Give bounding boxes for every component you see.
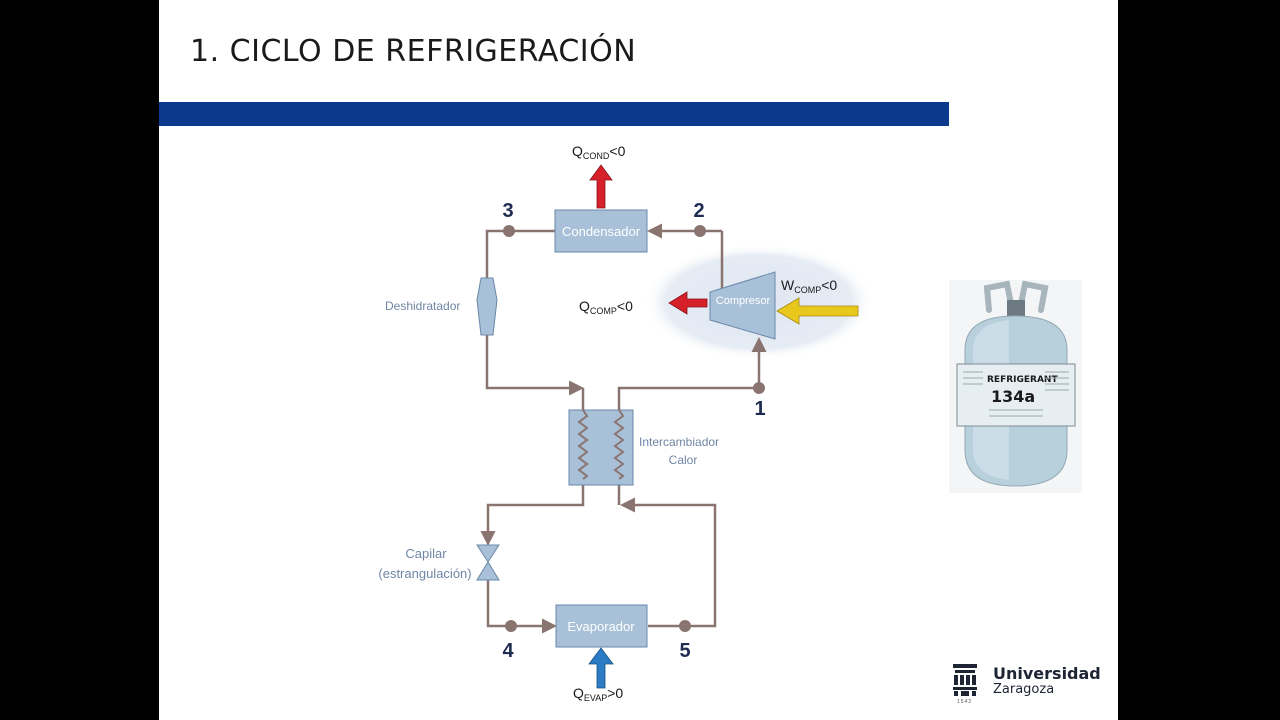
q-comp-arrow <box>668 291 708 315</box>
heat-exchanger-coil-left <box>577 409 589 480</box>
exchanger-label-2: Calor <box>669 453 698 467</box>
q-comp-label: QCOMP<0 <box>579 298 633 316</box>
capillary-label-1: Capilar <box>405 546 447 561</box>
refrigeration-cycle-diagram: Condensador Compresor Evaporador 3 2 1 4 <box>378 143 875 703</box>
pipes <box>480 223 767 634</box>
cylinder-brand: REFRIGERANT <box>987 375 1058 385</box>
point-1-dot <box>753 382 765 394</box>
condenser-label: Condensador <box>562 224 641 239</box>
dryer-label: Deshidratador <box>385 299 460 313</box>
w-comp-label: WCOMP<0 <box>781 277 837 295</box>
capillary-valve <box>476 544 500 581</box>
point-4-label: 4 <box>502 640 514 662</box>
pipe-capillary-to-evaporator <box>486 580 557 634</box>
cylinder-model: 134a <box>991 387 1035 406</box>
point-2-label: 2 <box>693 200 704 222</box>
w-comp-arrow <box>776 297 859 325</box>
condenser-box <box>554 209 648 253</box>
compressor-label: Compresor <box>716 295 771 307</box>
pipe-dryer-to-exchanger <box>485 335 584 396</box>
pipe-exchanger-to-capillary <box>480 485 585 546</box>
compressor-shape <box>709 271 776 340</box>
point-5-label: 5 <box>679 640 690 662</box>
dryer-shape <box>476 277 498 336</box>
q-evap-arrow <box>588 647 614 689</box>
university-logo: Universidad Zaragoza 1542 <box>951 662 1101 710</box>
slide-title: 1. CICLO DE REFRIGERACIÓN <box>190 34 637 69</box>
exchanger-label-1: Intercambiador <box>639 435 719 449</box>
point-3-dot <box>503 225 515 237</box>
title-bar <box>159 102 949 126</box>
point-4-dot <box>505 620 517 632</box>
slide: 1. CICLO DE REFRIGERACIÓN <box>159 0 1118 720</box>
pipe-condenser-to-dryer <box>485 229 555 280</box>
logo-city: Zaragoza <box>993 682 1055 697</box>
state-point-dots <box>503 225 765 632</box>
capillary-label-2: (estrangulación) <box>378 566 471 581</box>
logo-name: Universidad <box>993 664 1101 683</box>
q-cond-label: QCOND<0 <box>572 143 626 161</box>
point-3-label: 3 <box>502 200 513 222</box>
point-2-dot <box>694 225 706 237</box>
evaporator-label: Evaporador <box>567 619 635 634</box>
heat-exchanger-coil-right <box>613 409 625 480</box>
university-crest-icon <box>953 664 977 696</box>
point-1-label: 1 <box>754 398 765 420</box>
q-evap-label: QEVAP>0 <box>573 685 623 703</box>
pipe-exchanger-to-1 <box>617 386 759 410</box>
logo-year: 1542 <box>957 699 973 705</box>
refrigerant-cylinder-image: REFRIGERANT 134a <box>949 280 1082 493</box>
point-5-dot <box>679 620 691 632</box>
q-cond-arrow <box>589 164 613 209</box>
evaporator-box <box>555 604 648 648</box>
